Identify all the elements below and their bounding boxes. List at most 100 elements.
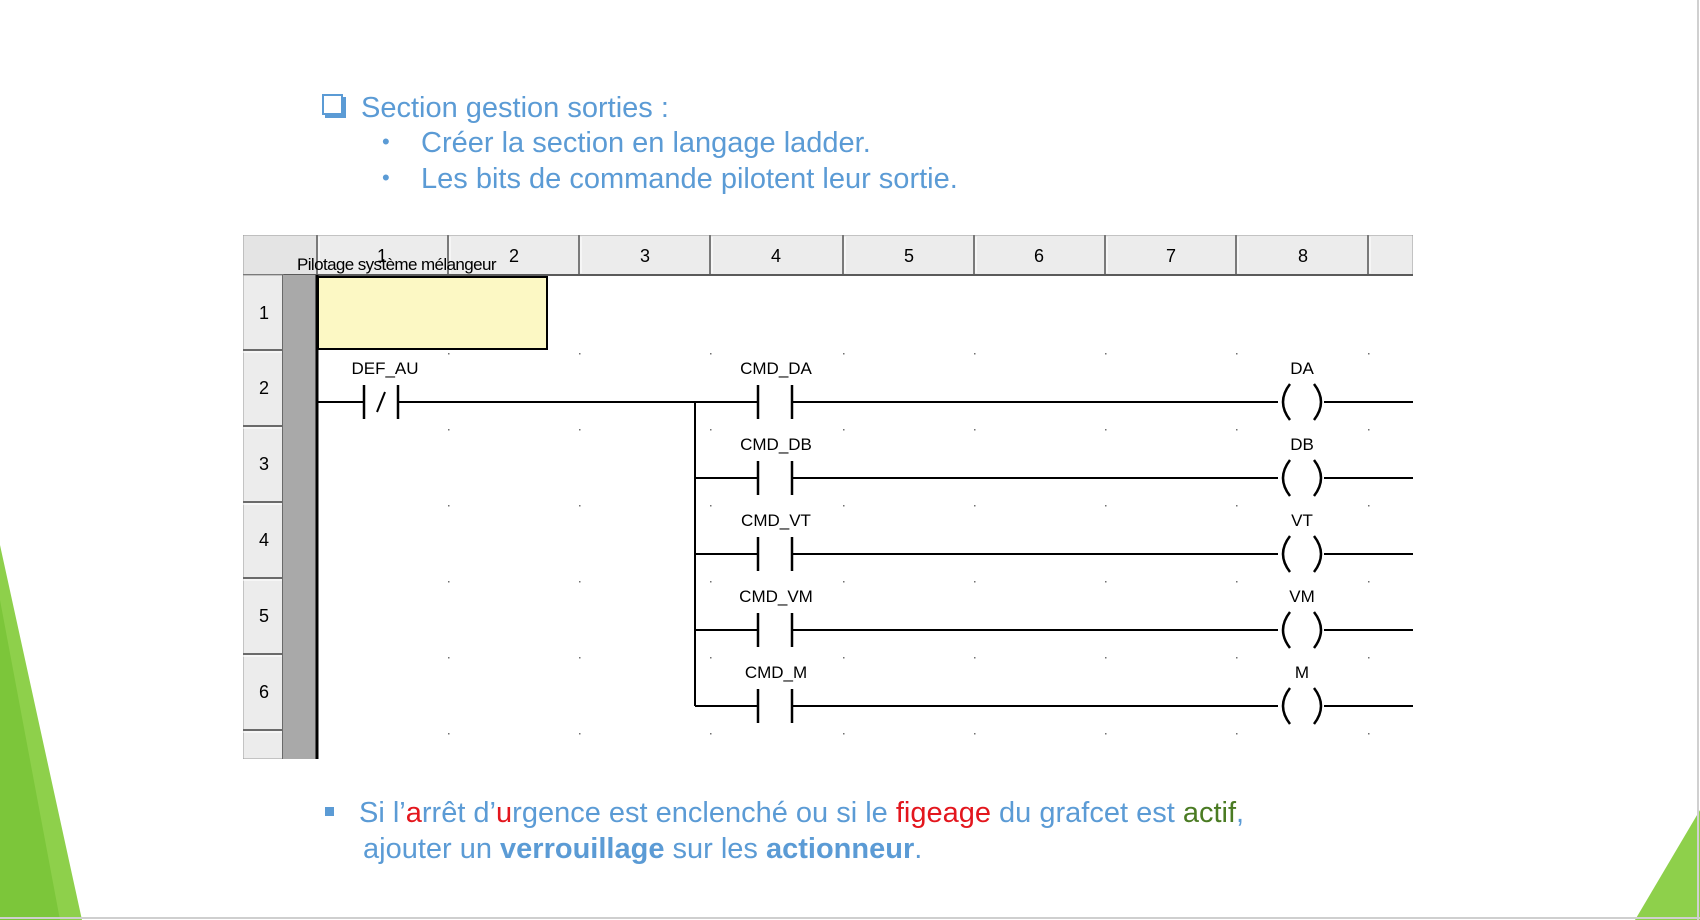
footer-text: rgence est enclenché ou si le xyxy=(512,797,896,829)
grid-dot xyxy=(1105,581,1107,583)
grid-dot xyxy=(1236,505,1238,507)
contact-label: CMD_DA xyxy=(740,359,812,378)
grid-dot xyxy=(579,353,581,355)
coil-right-arc xyxy=(1312,687,1323,725)
square-bullet-icon xyxy=(325,807,334,816)
left-rail-gutter xyxy=(283,275,316,759)
heading-text: Section gestion sorties : xyxy=(361,92,669,124)
comment-box xyxy=(317,276,548,350)
coil-right-arc xyxy=(1312,611,1323,649)
contact-label: CMD_M xyxy=(744,663,808,682)
footer-highlight-figeage: figeage xyxy=(895,797,991,829)
coil-label: DB xyxy=(1290,435,1314,454)
coil-left-arc xyxy=(1281,383,1292,421)
bullet-text: Créer la section en langage ladder. xyxy=(421,127,871,159)
column-header: 8 xyxy=(1297,246,1309,266)
bullet-dot-icon: • xyxy=(382,165,390,190)
bullet-item: • Créer la section en langage ladder. xyxy=(382,127,871,160)
grid-dot xyxy=(579,505,581,507)
column-header-bar xyxy=(243,235,1413,276)
grid-dot xyxy=(843,353,845,355)
column-header: 5 xyxy=(903,246,915,266)
grid-dot xyxy=(448,581,450,583)
column-header: 7 xyxy=(1165,246,1177,266)
grid-dot xyxy=(1105,353,1107,355)
footer-text: Si l’ xyxy=(359,797,406,829)
grid-dot xyxy=(710,657,712,659)
ladder-editor[interactable]: 1 2 3 4 5 6 7 8 1 2 3 4 5 6 Pilotage sys… xyxy=(243,235,1413,759)
footer-text: . xyxy=(914,833,923,865)
row-header: 6 xyxy=(258,682,270,702)
coil-left-arc xyxy=(1281,459,1292,497)
grid-dot xyxy=(974,429,976,431)
grid-dot xyxy=(579,581,581,583)
footer-line-2: ajouter un verrouillage sur les actionne… xyxy=(325,831,1244,867)
grid-dot xyxy=(1105,505,1107,507)
row-header: 1 xyxy=(258,303,270,323)
normally-closed-slash xyxy=(376,391,386,413)
grid-dot xyxy=(843,657,845,659)
footer-highlight-actif: actif xyxy=(1182,797,1237,829)
coil-right-arc xyxy=(1312,535,1323,573)
grid-dot xyxy=(448,657,450,659)
grid-dot xyxy=(579,657,581,659)
coil-left-arc xyxy=(1281,611,1292,649)
grid-dot xyxy=(710,429,712,431)
grid-dot xyxy=(1105,733,1107,735)
grid-dot xyxy=(448,353,450,355)
left-green-triangle-shade xyxy=(0,600,60,920)
grid-dot xyxy=(710,581,712,583)
right-green-triangle xyxy=(1635,810,1700,920)
coil-label: DA xyxy=(1290,359,1314,378)
contact-label: CMD_DB xyxy=(740,435,812,454)
grid-dot xyxy=(843,733,845,735)
grid-dot xyxy=(579,429,581,431)
footer-highlight-red: a xyxy=(405,797,422,829)
footer-text: du grafcet est xyxy=(991,797,1183,829)
column-header: 2 xyxy=(508,246,520,266)
grid-dot xyxy=(710,505,712,507)
grid-dot xyxy=(843,429,845,431)
section-heading: Section gestion sorties : xyxy=(322,92,669,125)
row-header: 3 xyxy=(258,454,270,474)
grid-dot xyxy=(1368,505,1370,507)
coil-right-arc xyxy=(1312,383,1323,421)
grid-dot xyxy=(1236,657,1238,659)
grid-dot xyxy=(1236,733,1238,735)
footer-text: , xyxy=(1236,797,1245,829)
grid-dot xyxy=(710,733,712,735)
ladder-grid xyxy=(243,235,1413,759)
footer-highlight-red: u xyxy=(496,797,513,829)
column-header: 6 xyxy=(1033,246,1045,266)
contact-label: CMD_VT xyxy=(741,511,811,530)
grid-dot xyxy=(448,429,450,431)
grid-dot xyxy=(1368,353,1370,355)
row-header: 5 xyxy=(258,606,270,626)
comment-box-text: Pilotage système mélangeur xyxy=(297,255,497,274)
grid-dot xyxy=(448,505,450,507)
grid-dot xyxy=(974,353,976,355)
contact-label-def-au: DEF_AU xyxy=(351,359,419,378)
grid-dot xyxy=(448,733,450,735)
coil-label: VT xyxy=(1291,511,1313,530)
footer-bold-verrouillage: verrouillage xyxy=(500,833,665,865)
coil-right-arc xyxy=(1312,459,1323,497)
coil-left-arc xyxy=(1281,535,1292,573)
row-header: 4 xyxy=(258,530,270,550)
footer-bold-actionneur: actionneur xyxy=(765,833,915,865)
column-header: 4 xyxy=(770,246,782,266)
bullet-text: Les bits de commande pilotent leur sorti… xyxy=(421,163,958,195)
footer-line-1: Si l’arrêt d’urgence est enclenché ou si… xyxy=(325,795,1244,831)
grid-dot xyxy=(974,581,976,583)
column-header: 3 xyxy=(639,246,651,266)
bullet-item: • Les bits de commande pilotent leur sort… xyxy=(382,163,958,196)
checkbox-bullet-icon xyxy=(322,94,343,115)
coil-label: VM xyxy=(1289,587,1315,606)
grid-dot xyxy=(974,733,976,735)
grid-dot xyxy=(843,505,845,507)
bullet-dot-icon: • xyxy=(382,129,390,154)
grid-dot xyxy=(1368,733,1370,735)
coil-label: M xyxy=(1294,663,1310,682)
row-header-bar xyxy=(243,274,284,759)
